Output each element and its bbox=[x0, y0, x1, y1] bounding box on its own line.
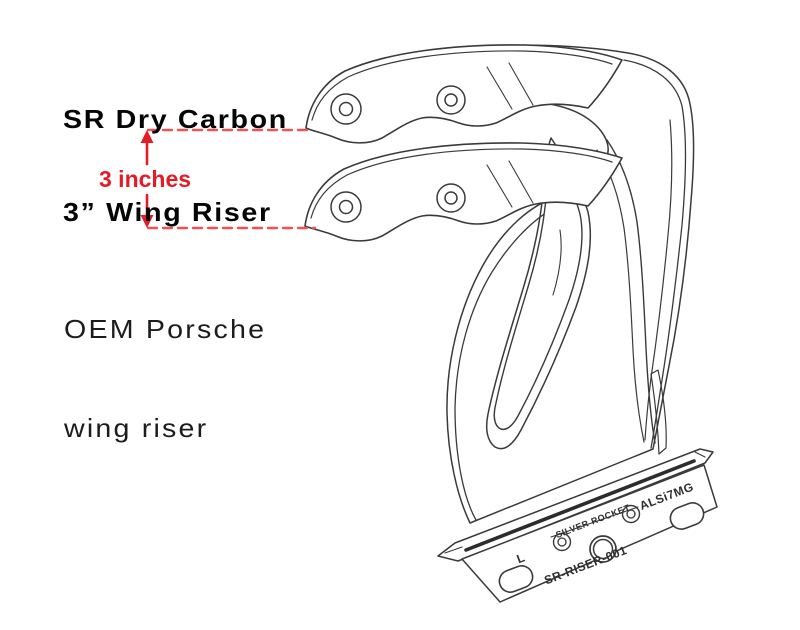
body-fold-sliver bbox=[650, 369, 667, 455]
base-plate-slot-right bbox=[669, 502, 705, 530]
dimension-arrow-up-icon bbox=[140, 130, 154, 143]
lower-arm-hole-2-boss bbox=[436, 183, 466, 213]
base-plate-tip-right-detail bbox=[694, 451, 706, 458]
upper-arm-joint-hatch-1 bbox=[486, 66, 513, 110]
base-plate-hole-small-1-inner bbox=[557, 537, 567, 547]
product-title: SR Dry Carbon 3” Wing Riser bbox=[63, 42, 288, 290]
base-plate-hole-small-2-inner bbox=[626, 509, 636, 519]
body-edge-inner-line-1 bbox=[623, 59, 687, 449]
lower-arm-joint-hatch-1 bbox=[486, 164, 513, 208]
lower-arm bbox=[304, 142, 623, 242]
body-left-edge-inner-line bbox=[454, 204, 561, 521]
lower-arm-joint-hatch-2 bbox=[508, 160, 534, 204]
upper-arm-rim-line bbox=[311, 50, 613, 121]
base-plate-ridge bbox=[464, 459, 696, 552]
oem-riser-label: OEM Porsche wing riser bbox=[64, 247, 266, 511]
upper-arm-hole-2 bbox=[444, 93, 458, 107]
lower-arm-hole-1 bbox=[338, 199, 354, 215]
base-plate-hole-small-2 bbox=[621, 504, 641, 524]
dimension-arrow-down-icon bbox=[140, 215, 154, 228]
body-cutout-outer bbox=[485, 137, 592, 450]
product-title-line1: SR Dry Carbon bbox=[63, 104, 288, 134]
plate-side-marking-text: L bbox=[515, 550, 527, 566]
upper-arm-hole-2-boss bbox=[436, 85, 466, 115]
base-plate-tip-left-detail bbox=[444, 546, 463, 554]
body-limb-inner-edge-parallel bbox=[596, 149, 645, 443]
product-title-line2: 3” Wing Riser bbox=[63, 197, 272, 227]
body-limb-inner-edge bbox=[606, 139, 656, 444]
base-plate-slot-left bbox=[498, 565, 534, 593]
body-cutout-detail-line bbox=[552, 229, 562, 296]
base-plate-hole-center-inner bbox=[592, 538, 614, 560]
upper-arm bbox=[305, 44, 623, 144]
upper-arm-joint-hatch-2 bbox=[508, 62, 534, 106]
dimension-label: 3 inches bbox=[99, 166, 192, 192]
body-cutout-inner bbox=[493, 154, 583, 431]
bracket-body bbox=[431, 44, 695, 524]
lower-arm-rim-line bbox=[310, 148, 613, 219]
base-plate: SILVER ROCKET L SR-RISER-001 ALSi7MG bbox=[437, 448, 718, 603]
dimension-annotation bbox=[140, 128, 317, 230]
oem-riser-label-line2: wing riser bbox=[64, 413, 209, 443]
lower-arm-hole-1-boss bbox=[330, 191, 362, 223]
body-edge-inner-line-2 bbox=[644, 119, 673, 441]
lower-arm-hole-2 bbox=[444, 191, 458, 205]
brand-logo-line bbox=[550, 506, 639, 538]
oem-riser-label-line1: OEM Porsche bbox=[64, 314, 267, 344]
upper-arm-hole-1 bbox=[338, 101, 354, 117]
upper-arm-hole-1-boss bbox=[330, 93, 362, 125]
